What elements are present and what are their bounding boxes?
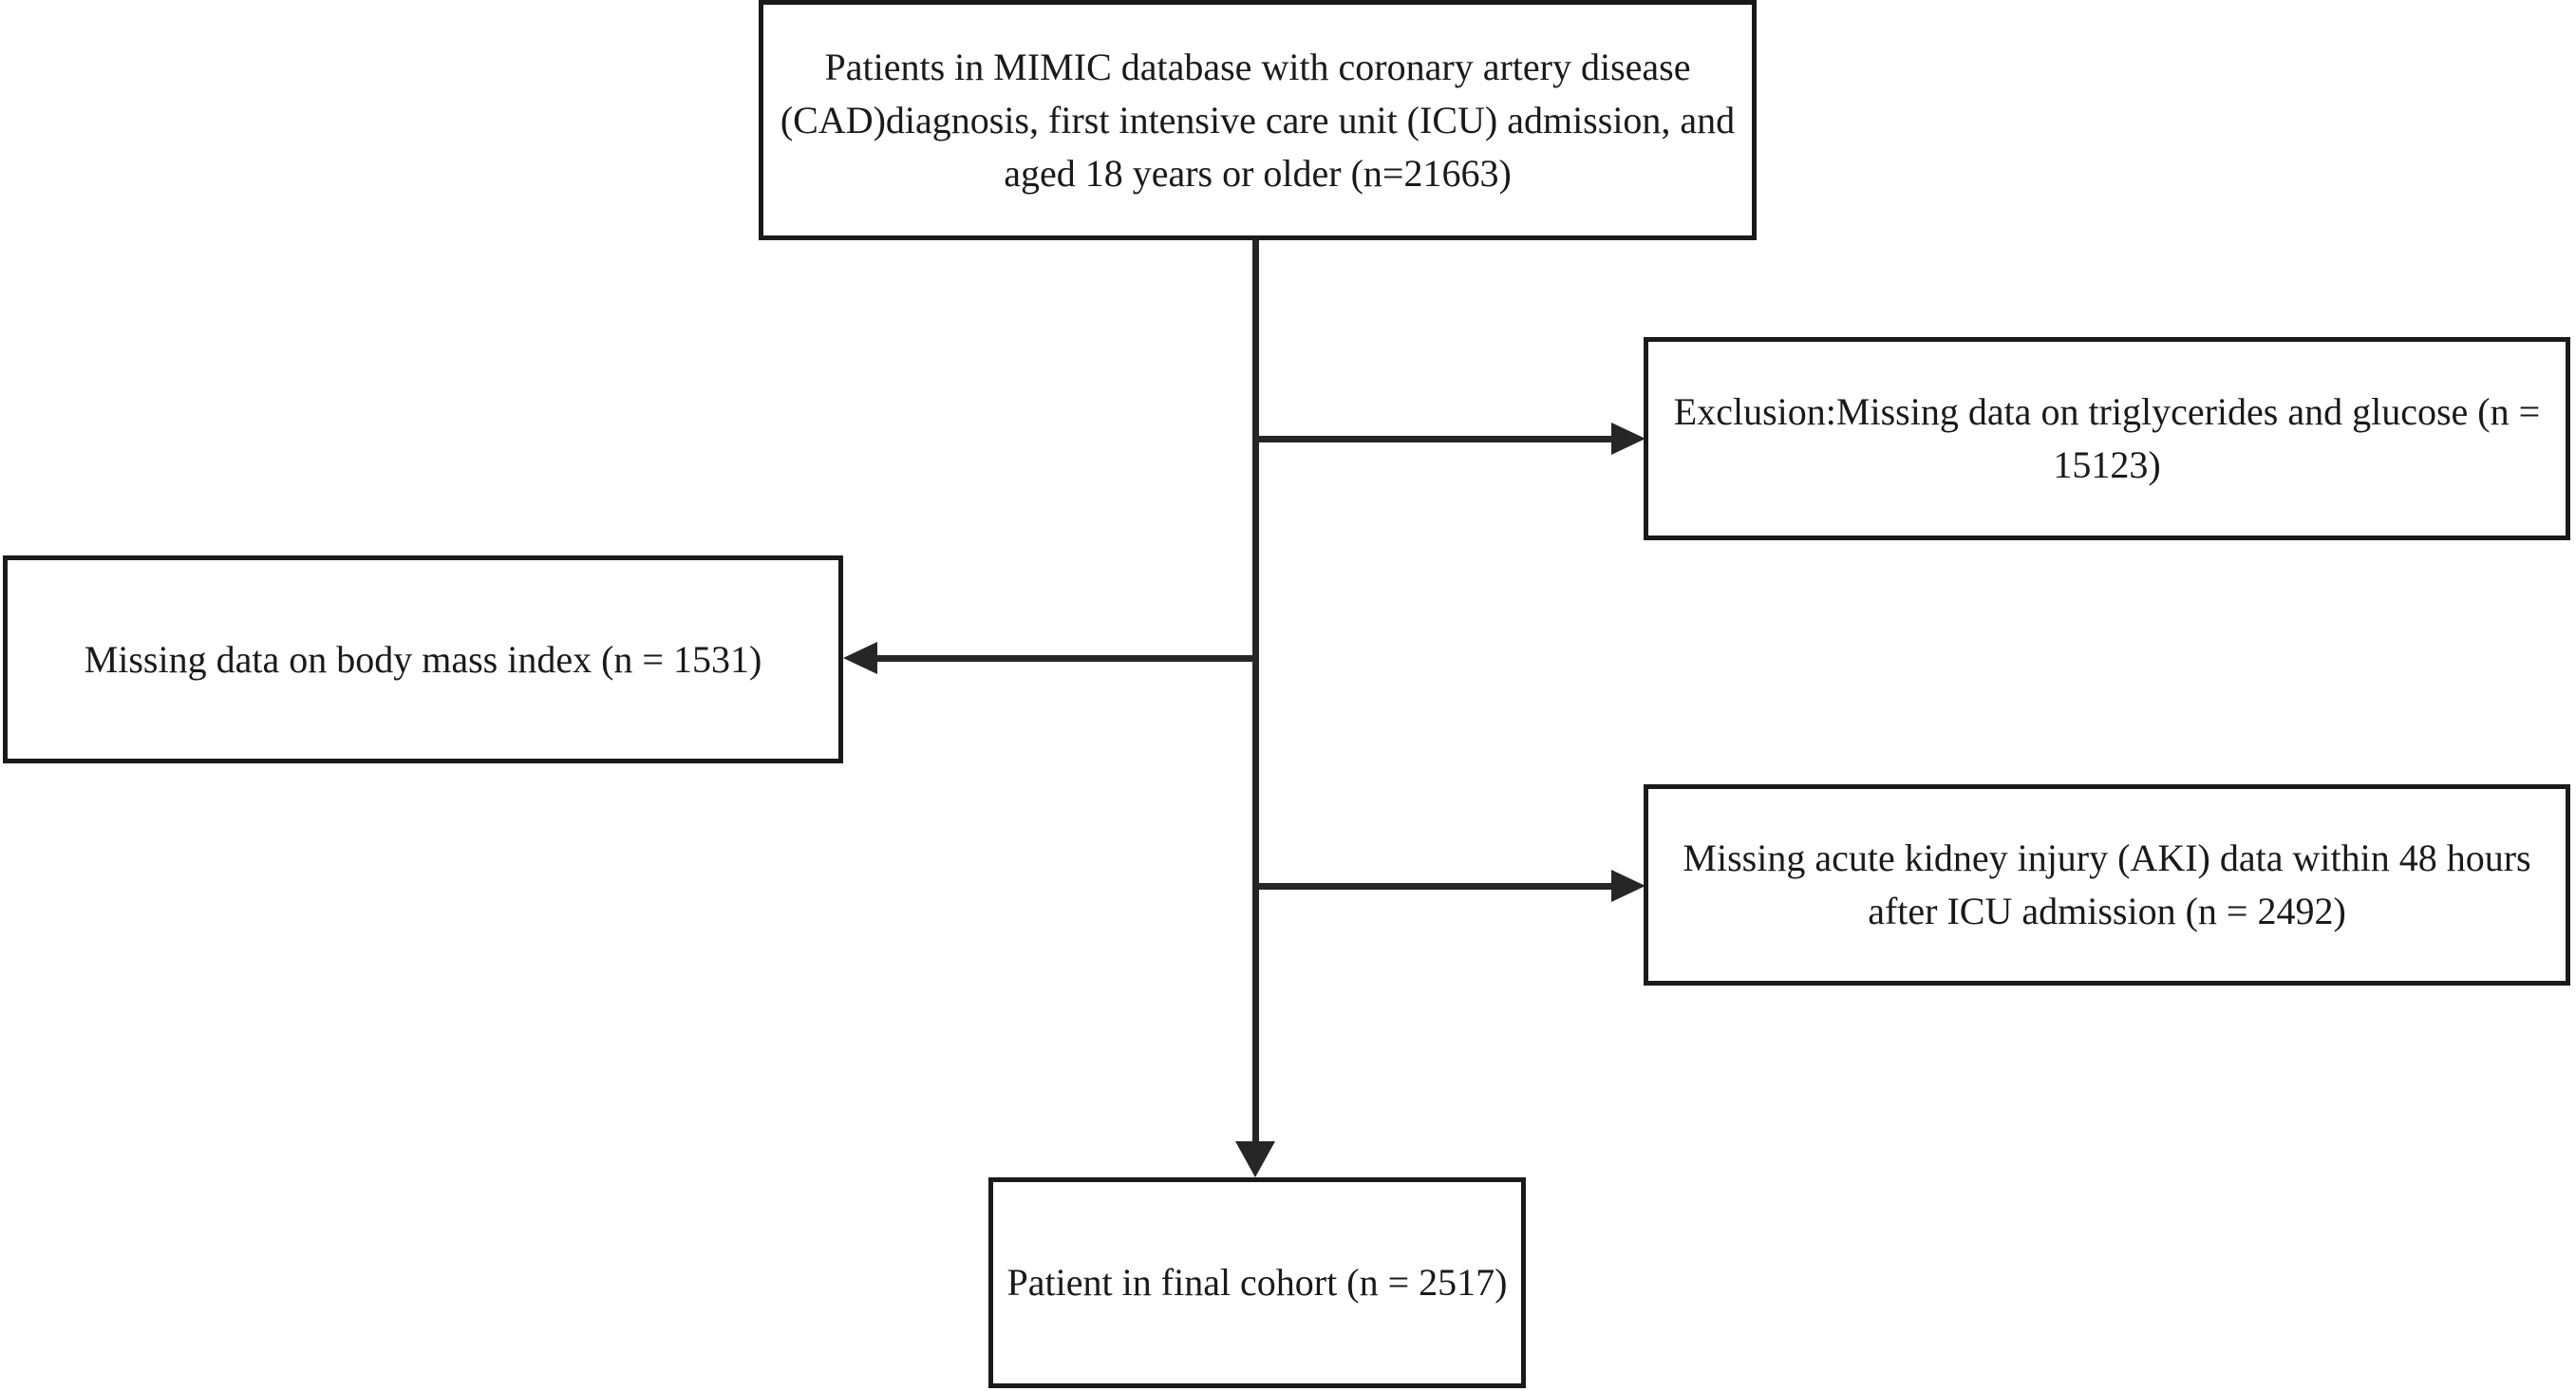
node-exclusion-body-mass-index-label: Missing data on body mass index (n = 153… [84,637,762,681]
node-source-population-label: Patients in MIMIC database with coronary… [780,45,1736,195]
node-source-population: Patients in MIMIC database with coronary… [759,0,1757,240]
arrow-left-icon-exclusion-2 [843,642,877,674]
node-final-cohort-label: Patient in final cohort (n = 2517) [1006,1261,1508,1304]
node-exclusion-aki-data-label: Missing acute kidney injury (AKI) data w… [1683,836,2531,932]
connector-branch-exclusion-3 [1252,883,1614,890]
node-exclusion-triglycerides-glucose-label: Exclusion:Missing data on triglycerides … [1673,390,2541,486]
connector-branch-exclusion-1 [1252,436,1614,442]
connector-branch-exclusion-2 [875,655,1255,662]
connector-main-spine [1252,240,1259,1147]
node-final-cohort: Patient in final cohort (n = 2517) [988,1177,1526,1388]
arrow-right-icon-exclusion-1 [1611,423,1645,455]
arrow-right-icon-exclusion-3 [1611,870,1645,902]
node-exclusion-body-mass-index: Missing data on body mass index (n = 153… [3,555,843,763]
node-exclusion-triglycerides-glucose: Exclusion:Missing data on triglycerides … [1644,337,2570,540]
arrow-down-icon-final-cohort [1235,1141,1275,1177]
node-exclusion-aki-data: Missing acute kidney injury (AKI) data w… [1644,784,2570,986]
